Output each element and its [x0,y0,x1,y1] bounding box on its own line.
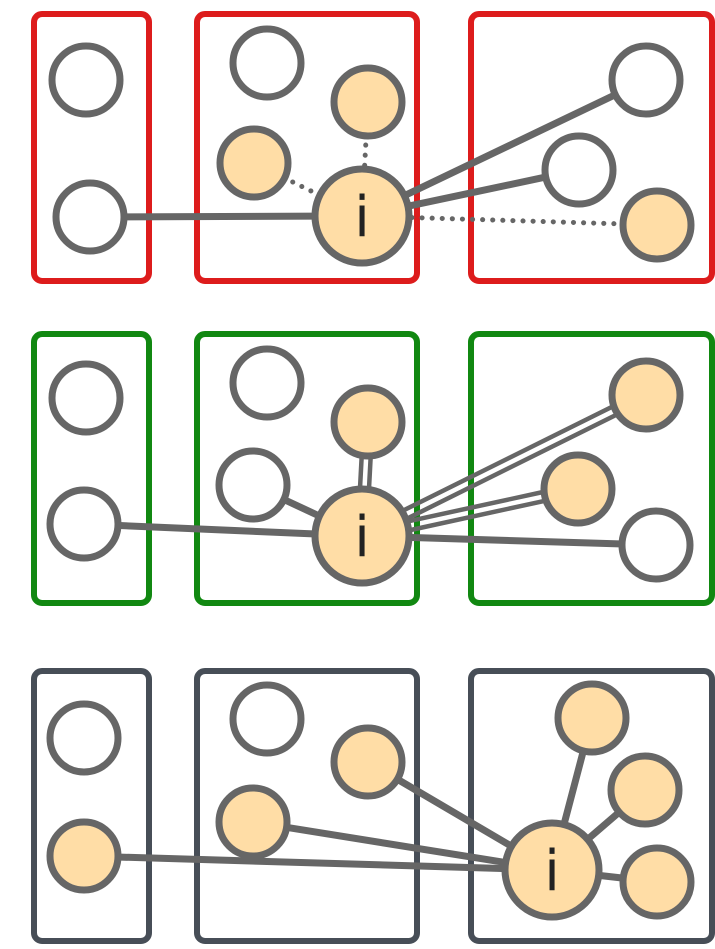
active-node-green-3-1 [608,357,684,433]
empty-node-green-3-3 [618,507,694,583]
active-node-gray-3-1 [554,680,630,756]
edge-double-green-2-1 [357,452,365,493]
edge-solid-gray-3 [282,823,511,867]
edge-solid-gray-5 [583,808,624,844]
empty-node-red-1-1 [48,42,124,118]
active-node-red-3-3 [619,187,695,263]
edge-double-green-5-1 [403,489,548,525]
center-node-gray-3-4 [501,819,603,921]
group-frame-gray-2 [194,668,420,944]
center-node-green-2-4 [311,485,413,587]
group-frame-green-2 [194,331,420,606]
center-node-label-green: i [354,505,370,570]
group-frame-green-1 [31,331,152,606]
active-node-gray-2-3 [215,784,291,860]
edge-double-green-4-2 [402,411,621,522]
active-node-green-3-2 [540,451,616,527]
empty-node-green-2-3 [215,447,291,523]
edge-solid-gray-1 [113,853,510,873]
center-node-red-2-4 [311,165,413,267]
edge-solid-gray-4 [560,746,588,830]
edge-solid-red-4 [399,90,620,200]
active-node-gray-2-2 [330,724,406,800]
empty-node-red-1-2 [52,179,128,255]
group-frame-green-3 [468,331,715,606]
edge-double-green-2-2 [366,452,374,493]
active-node-red-2-3 [216,125,292,201]
group-frame-gray-3 [468,668,715,944]
edge-solid-green-6 [404,533,627,548]
empty-node-green-2-1 [229,345,305,421]
empty-node-red-2-1 [229,25,305,101]
empty-node-green-1-2 [46,486,122,562]
edge-dotted-red-6 [405,214,627,227]
edge-dotted-red-2 [361,132,369,173]
edge-solid-red-5 [403,173,551,210]
edge-dotted-red-3 [281,175,324,199]
empty-node-gray-1-1 [46,700,122,776]
edge-solid-green-3 [279,495,324,521]
group-frame-red-2 [194,11,420,284]
active-node-gray-3-3 [619,844,695,920]
edge-double-green-4-1 [398,403,617,514]
group-frame-red-3 [468,11,715,284]
empty-node-gray-2-1 [229,681,305,757]
group-frame-gray-1 [31,668,152,944]
group-frame-red-1 [31,11,152,284]
active-node-red-2-2 [330,64,406,140]
empty-node-green-1-1 [48,360,124,436]
edge-solid-green-1 [113,521,320,538]
edge-solid-gray-2 [392,775,516,851]
active-node-green-2-2 [330,384,406,460]
empty-node-red-3-1 [608,42,684,118]
center-node-label-red: i [354,185,370,250]
edge-double-green-5-2 [405,498,549,533]
active-node-gray-1-2 [46,818,122,894]
active-node-gray-3-2 [607,752,683,828]
center-node-label-gray: i [544,839,560,904]
edge-solid-red-1 [119,212,320,221]
row-red: i [31,11,715,284]
empty-node-red-3-2 [541,132,617,208]
row-gray: i [31,668,715,944]
row-green: i [31,331,715,606]
